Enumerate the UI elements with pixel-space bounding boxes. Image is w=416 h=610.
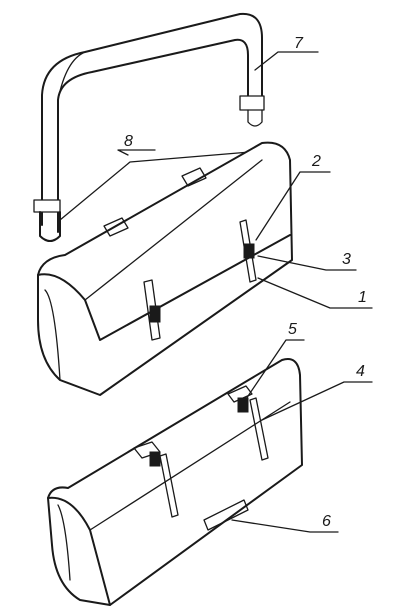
strap-buckle-right [239,95,265,111]
body-buckle-left [149,451,161,467]
lid-buckle-right [243,243,255,259]
callout-3: 3 [342,251,351,268]
callout-labels: 7 8 2 3 1 5 4 6 [124,35,367,530]
upper-bag [37,141,293,396]
lower-bag [47,358,303,606]
body-strap-left [159,453,179,518]
lid-strap-left [143,279,161,341]
body-strap-right [249,397,269,461]
body-buckle-right [237,397,249,413]
callout-6: 6 [322,513,331,530]
lid-strap-right [239,219,257,283]
top-loop-rear [181,167,207,187]
callout-2: 2 [311,153,321,170]
callout-7: 7 [294,35,304,52]
callout-1: 1 [358,289,367,306]
callout-4: 4 [356,363,365,380]
leader-lines [117,51,373,533]
strap-buckle-left [33,199,61,213]
lid-buckle-left [149,305,161,323]
callout-8: 8 [124,133,133,150]
carry-handle [203,499,249,531]
shoulder-strap [33,12,265,242]
callout-5: 5 [288,321,297,338]
top-loop-front [103,217,129,237]
body-strap-loop-right [227,385,253,403]
